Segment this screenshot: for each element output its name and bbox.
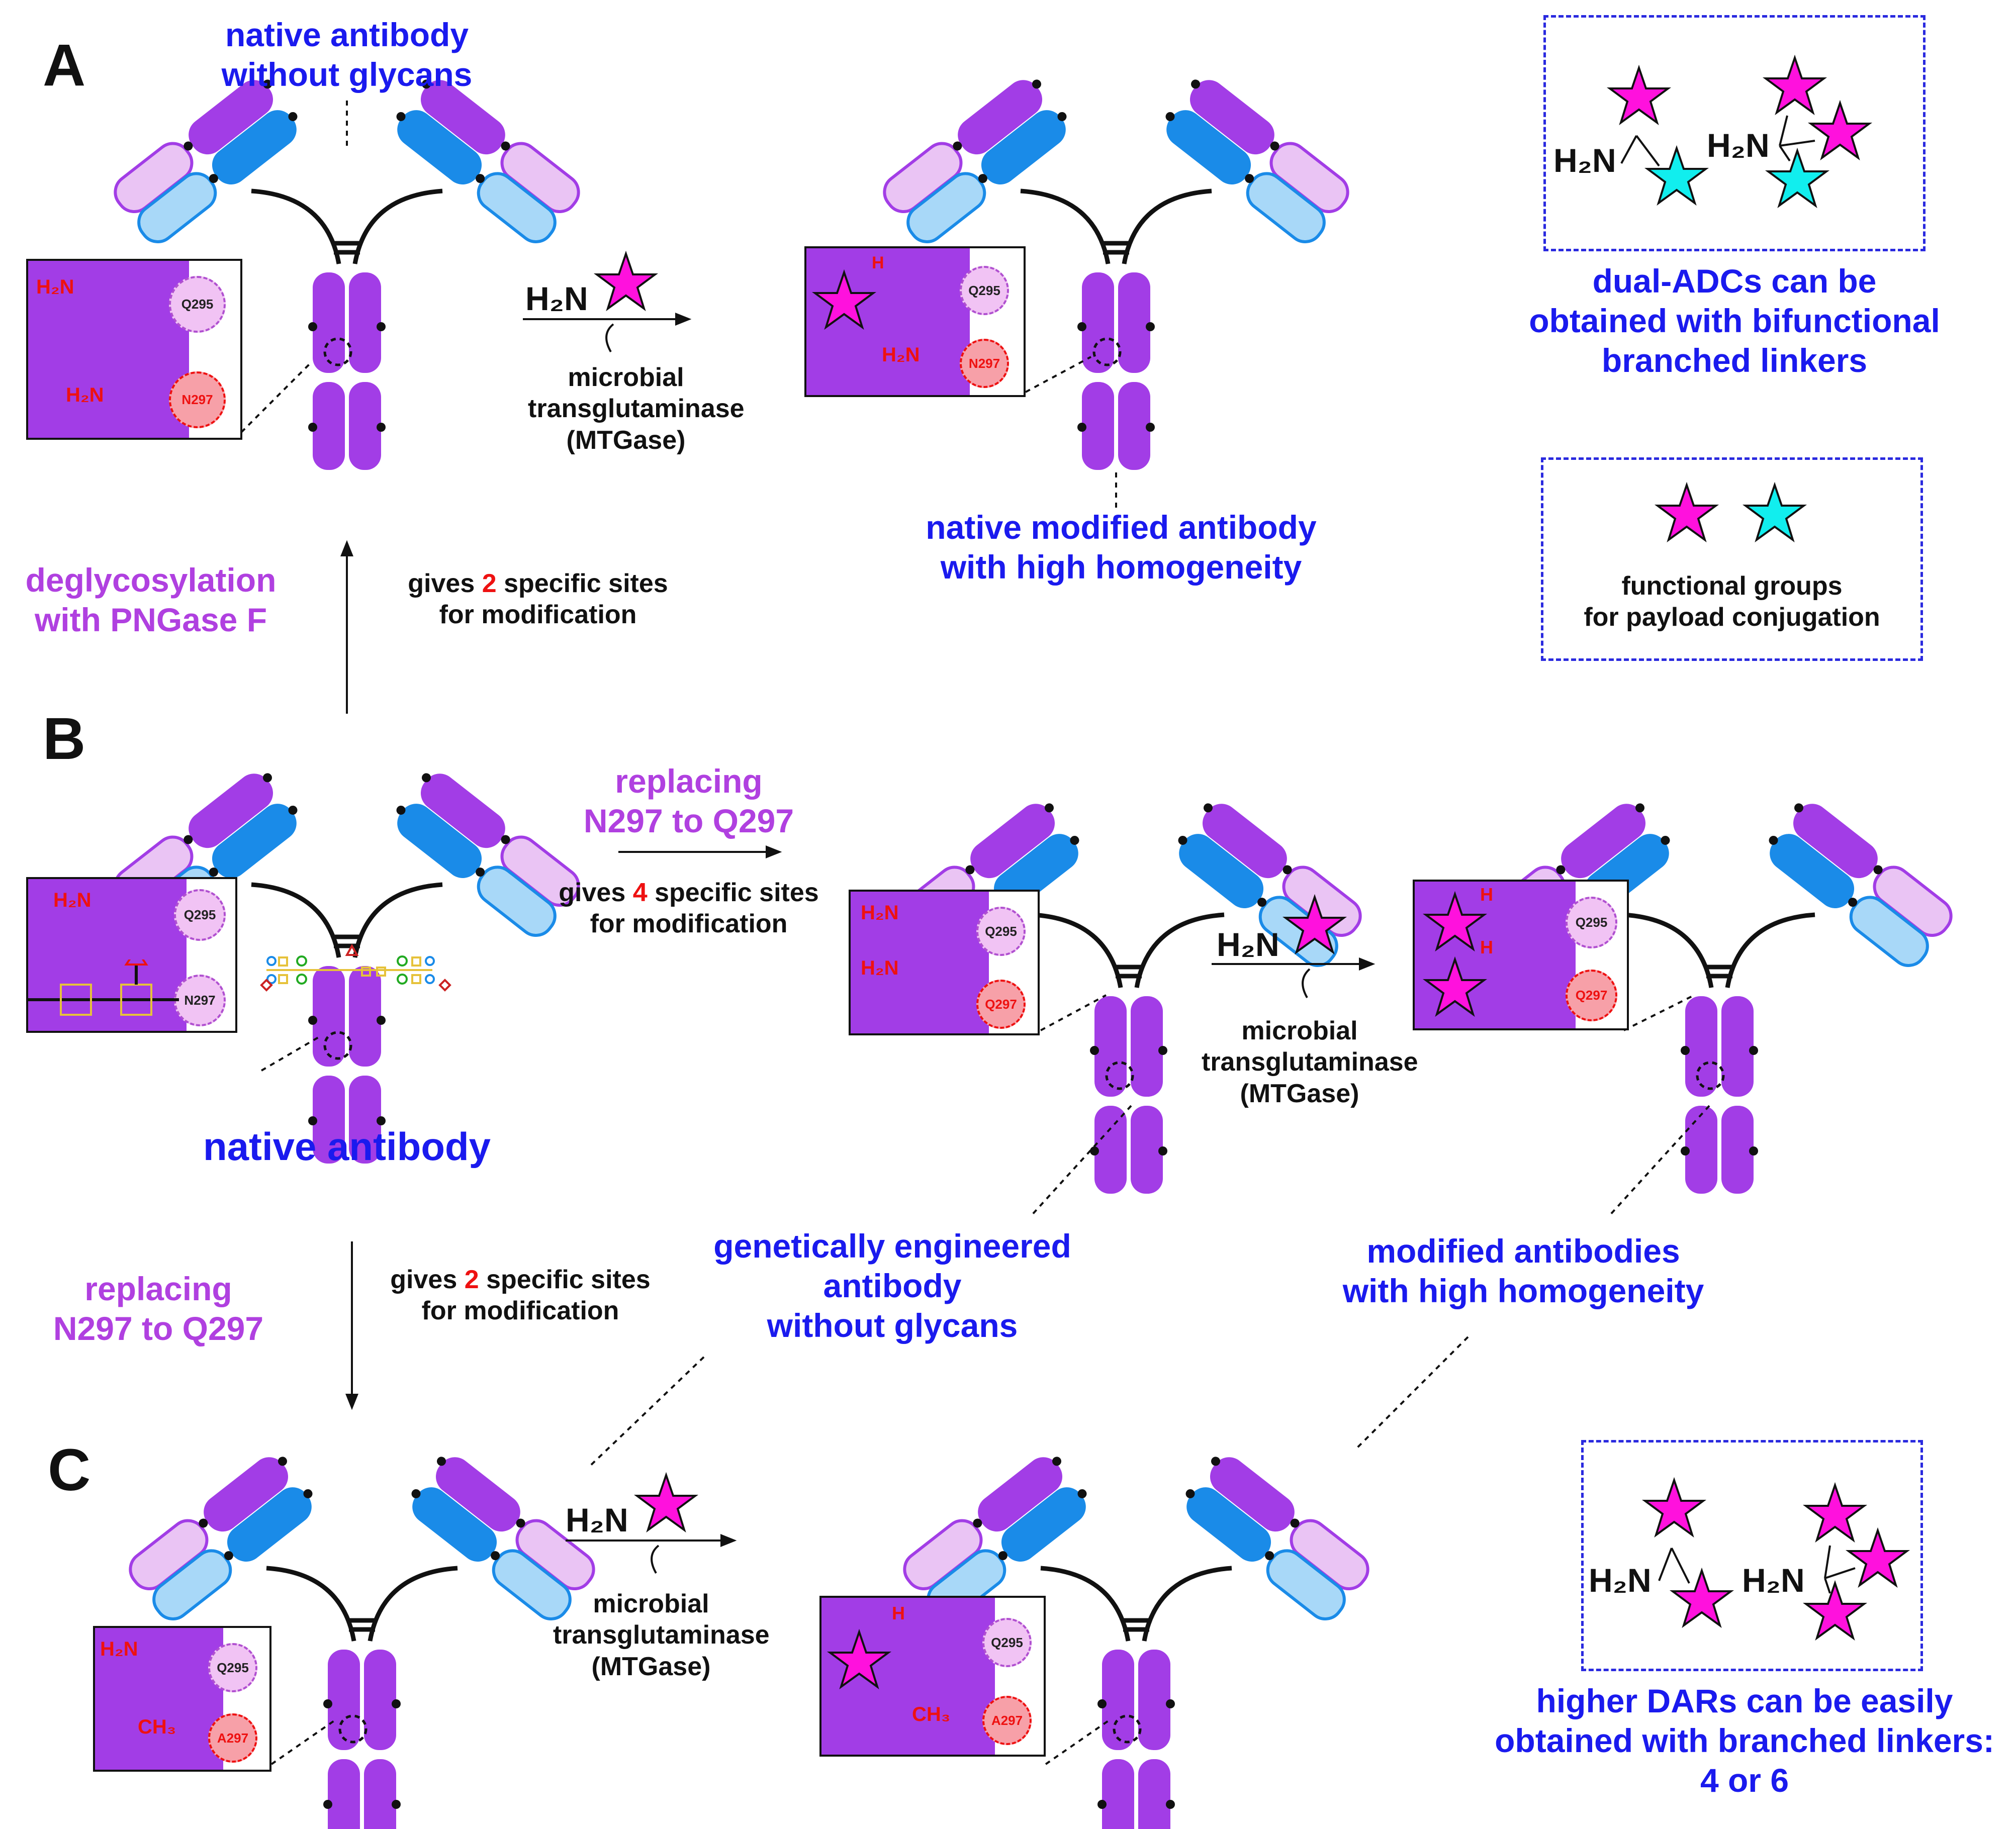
label-gives-4: gives 4 specific sites for modification [559, 878, 819, 939]
amine-group: H₂N [53, 889, 91, 911]
amine-group: H₂N [36, 276, 74, 298]
label-genetically-engineered: genetically engineered antibody without … [713, 1227, 1071, 1344]
dual-adc-stars [1609, 57, 1870, 207]
label-replacing-left: replacing N297 to Q297 [53, 1270, 264, 1347]
nh-hydrogen: H [872, 253, 884, 272]
site-n297: N297 [169, 371, 226, 428]
inset-b-native: H₂N Q295 N297 [26, 877, 237, 1033]
methyl-group: CH₃ [138, 1716, 176, 1738]
site-a297: A297 [208, 1713, 257, 1763]
inset-b-modified: H H Q295 Q297 [1413, 880, 1629, 1030]
label-gives-2-top: gives 2 specific sites for modification [408, 569, 668, 630]
site-q295: Q295 [1566, 897, 1617, 948]
panel-label-c: C [48, 1437, 91, 1503]
higher-dar-amine-1: H₂N [1589, 1562, 1652, 1599]
label-dual-adcs: dual-ADCs can be obtained with bifunctio… [1529, 262, 1940, 379]
site-q295: Q295 [208, 1643, 257, 1692]
site-a297: A297 [982, 1696, 1032, 1745]
amine-group-1: H₂N [861, 902, 899, 924]
higher-dar-amine-2: H₂N [1742, 1562, 1805, 1599]
label-native-antibody: native antibody [203, 1124, 491, 1169]
higher-dar-stars [1644, 1479, 1908, 1639]
label-native-without-glycans: native antibody without glycans [221, 16, 473, 93]
site-q295: Q295 [169, 276, 226, 333]
reaction-arrows [340, 313, 1376, 1574]
site-q297: Q297 [976, 980, 1026, 1029]
nh-hydrogen-2: H [1480, 937, 1493, 957]
reagent-a-label: H₂N [525, 280, 588, 317]
label-gives-2-bottom: gives 2 specific sites for modification [390, 1265, 651, 1326]
amine-group-2: H₂N [861, 957, 899, 979]
inset-c-modified: H CH₃ Q295 A297 [819, 1596, 1046, 1757]
reagent-star-a [596, 253, 656, 310]
site-q295: Q295 [976, 907, 1026, 956]
site-q295: Q295 [982, 1618, 1032, 1667]
methyl-group: CH₃ [912, 1703, 951, 1725]
reagent-c-label: H₂N [566, 1501, 628, 1538]
payload-star [829, 1631, 889, 1688]
label-functional-groups: functional groups for payload conjugatio… [1584, 571, 1880, 632]
panel-label-b: B [43, 706, 86, 772]
payload-star [814, 271, 874, 328]
inset-b-engineered: H₂N H₂N Q295 Q297 [849, 890, 1040, 1035]
reagent-b-label: H₂N [1217, 926, 1279, 963]
leader-lines [240, 101, 1710, 1765]
site-q295: Q295 [960, 266, 1009, 315]
amine-group: H₂N [100, 1638, 138, 1660]
reagent-star-c [636, 1474, 696, 1531]
amide-group: H₂N [66, 384, 104, 406]
glycan-structure [28, 959, 179, 1016]
label-deglycosylation: deglycosylation with PNGase F [25, 561, 277, 639]
glycan-chains [260, 943, 451, 992]
panel-label-a: A [43, 32, 86, 99]
inset-c-engineered: H₂N CH₃ Q295 A297 [93, 1626, 271, 1772]
nh-hydrogen: H [892, 1603, 905, 1623]
dual-adc-amine-2: H₂N [1707, 127, 1770, 164]
nh-hydrogen-1: H [1480, 884, 1493, 905]
label-replacing-mid: replacing N297 to Q297 [583, 762, 794, 840]
site-n297: N297 [960, 339, 1009, 388]
dual-adc-amine-1: H₂N [1553, 142, 1616, 179]
inset-a-native: H₂N H₂N Q295 N297 [26, 259, 242, 440]
inset-a-modified: H H₂N Q295 N297 [804, 246, 1026, 397]
label-native-modified: native modified antibody with high homog… [926, 509, 1317, 586]
functional-groups-box [1541, 457, 1923, 661]
label-higher-dars: higher DARs can be easily obtained with … [1495, 1682, 1994, 1799]
site-q297: Q297 [1566, 970, 1617, 1021]
higher-dar-box [1581, 1440, 1923, 1671]
label-modified-antibodies: modified antibodies with high homogeneit… [1342, 1232, 1704, 1310]
amide-group: H₂N [882, 344, 920, 366]
dual-adc-box [1543, 15, 1926, 251]
site-q295: Q295 [174, 889, 226, 941]
